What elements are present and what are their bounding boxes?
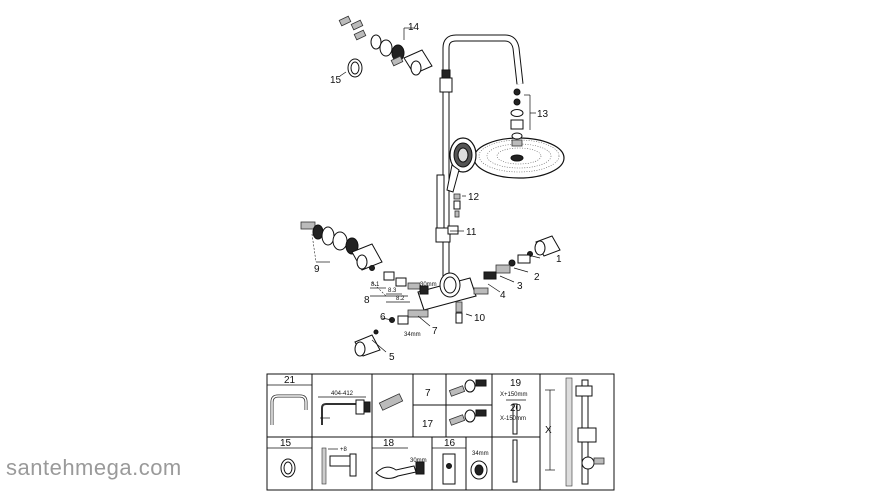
callout-10: 10 [474,313,486,324]
dimension-30mm: 30mm [420,282,437,288]
callout-4: 4 [500,290,506,301]
table-15: 15 [280,438,292,449]
shower-arm [442,34,524,88]
table-19: 19 [510,378,522,389]
head-shower [473,88,565,179]
callout-8-3: 8.3 [388,288,397,294]
accessory-table: 21 404-412 7 17 19 X+150mm 20 X-150mm X … [266,373,615,491]
leader-lines [311,27,541,353]
dimension-34mm: 34mm [404,332,421,338]
watermark: santehmega.com [6,455,182,480]
right-handle-parts [483,235,561,280]
table-20: 20 [510,403,522,414]
callout-8: 8 [364,295,370,306]
callout-5: 5 [389,352,395,363]
callout-9: 9 [314,264,320,275]
callout-8-2: 8.2 [396,296,405,302]
callout-8-1: 8.1 [371,282,380,288]
table-18: 18 [383,438,395,449]
callout-7: 7 [432,326,438,337]
callout-6: 6 [380,312,386,323]
callout-3: 3 [517,281,523,292]
slider [435,227,451,243]
callout-labels: 1 2 3 4 5 6 7 8 8.1 8.3 8.2 9 10 11 12 1… [314,22,562,363]
table-x: X [545,425,552,436]
shower-column [435,34,524,281]
thermostat [417,272,489,324]
left-handle-parts [300,221,429,357]
callout-13: 13 [537,109,549,120]
callout-2: 2 [534,272,540,283]
hand-shower [446,137,477,218]
callout-12: 12 [468,192,480,203]
table-404-412: 404-412 [331,391,354,397]
callout-14: 14 [408,22,420,33]
table-34mm: 34mm [472,451,489,457]
callout-1: 1 [556,254,562,265]
table-17: 17 [422,419,434,430]
table-21: 21 [284,375,296,386]
callout-11: 11 [466,227,477,238]
table-19-sub: X+150mm [500,392,528,398]
table-plus-8: +8 [340,447,348,453]
table-30mm: 30mm [410,458,427,464]
table-7: 7 [425,388,431,399]
table-20-sub: X-150mm [500,416,526,422]
callout-15: 15 [330,75,342,86]
table-16: 16 [444,438,456,449]
wall-bracket [338,15,433,78]
